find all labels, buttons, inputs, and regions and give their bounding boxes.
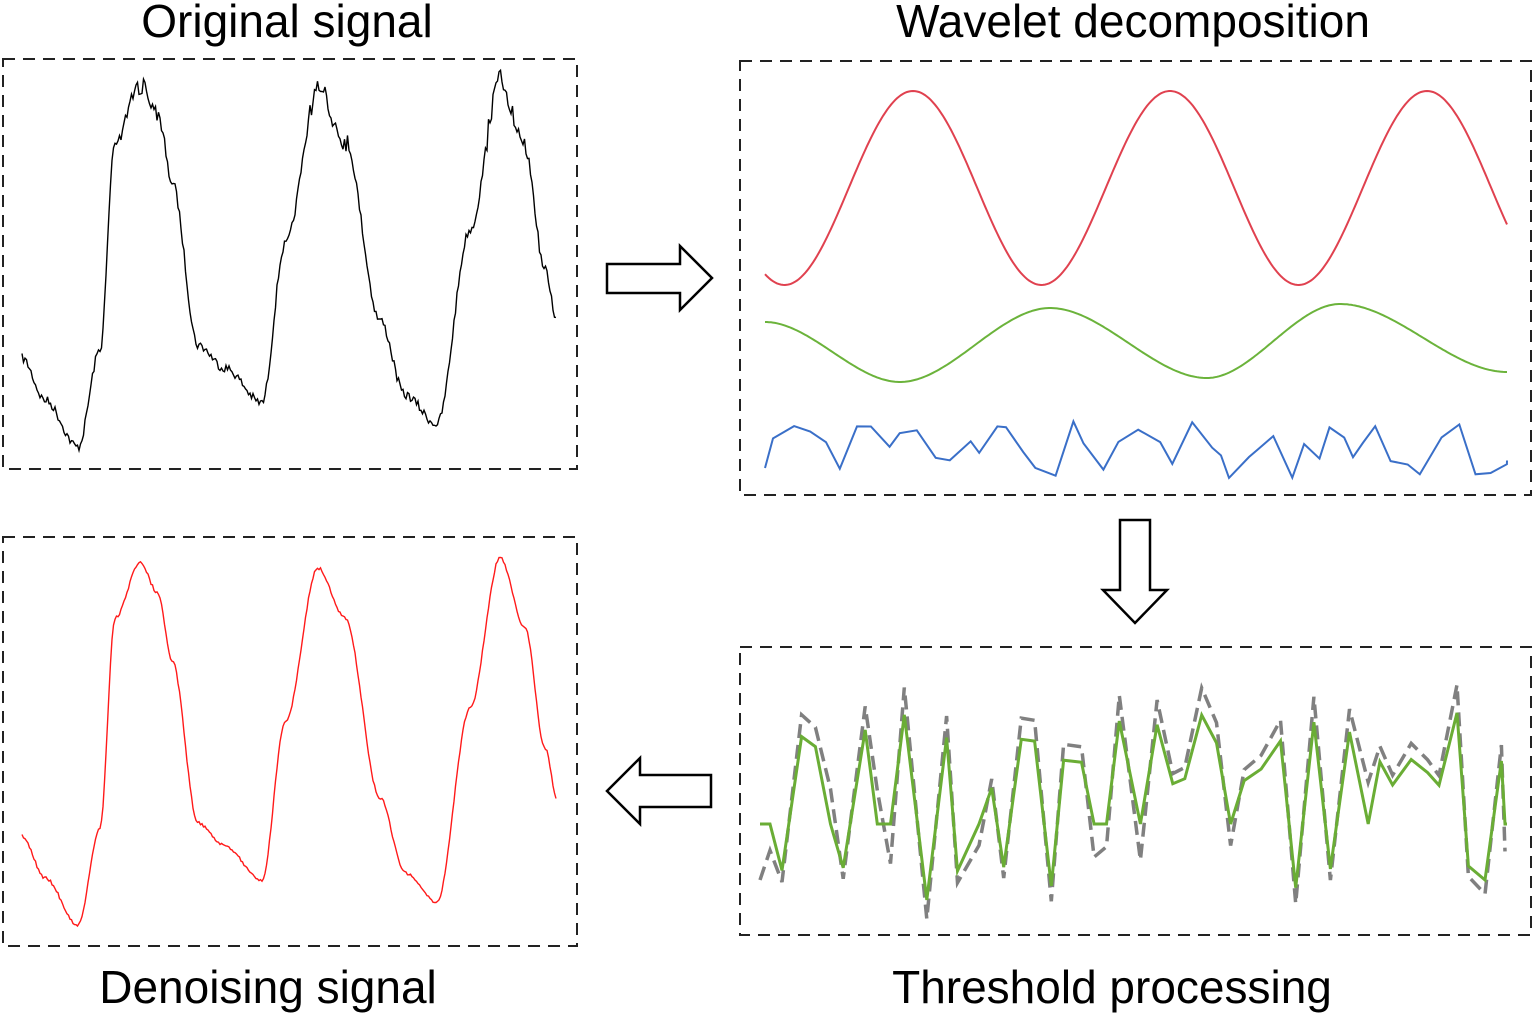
left-arrow-icon xyxy=(605,754,713,828)
right-arrow-icon xyxy=(605,242,714,314)
approximation-coefficient-curve xyxy=(764,89,1508,287)
down-arrow-icon xyxy=(1100,518,1170,625)
low-frequency-detail-curve xyxy=(765,303,1507,383)
denoising-signal-title: Denoising signal xyxy=(99,961,437,1013)
threshold-processing-panel xyxy=(739,646,1532,936)
thresholded-detail-curve xyxy=(760,711,1507,901)
denoising-signal-panel xyxy=(2,536,578,947)
original-signal-title: Original signal xyxy=(141,0,432,47)
raw-detail-dashed-curve xyxy=(758,682,1507,920)
threshold-processing-title: Threshold processing xyxy=(892,961,1332,1013)
wavelet-decomposition-title: Wavelet decomposition xyxy=(896,0,1370,47)
original-signal-curve xyxy=(21,68,557,454)
high-frequency-detail-curve xyxy=(764,418,1508,481)
original-signal-panel xyxy=(2,58,578,470)
wavelet-decomposition-panel xyxy=(739,60,1532,496)
denoised-signal-curve xyxy=(21,556,557,928)
